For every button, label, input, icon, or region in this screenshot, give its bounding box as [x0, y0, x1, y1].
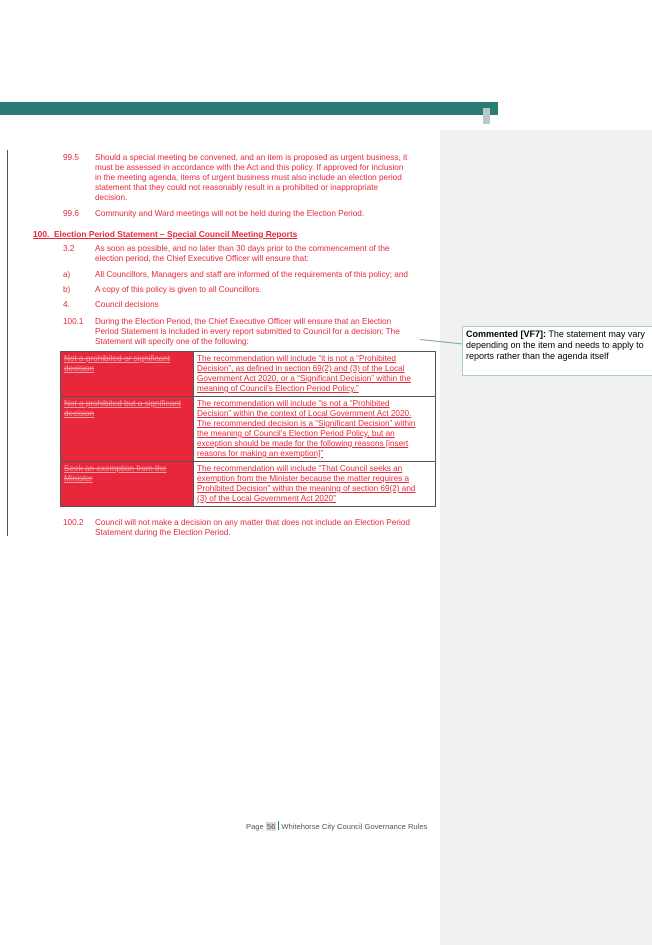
table-row: Seek an exemption from the Minister The … [60, 461, 436, 507]
text-line: Decision”, as defined in section 69(2) a… [197, 364, 405, 373]
table-label-cell: Not a prohibited but a significant decis… [60, 396, 194, 462]
table-row: Not a prohibited or significant decision… [60, 351, 436, 397]
paragraph-number: 3.2 [63, 244, 75, 253]
paragraph-text: Community and Ward meetings will not be … [95, 209, 365, 218]
text-line: The recommendation will include “it is n… [197, 354, 396, 363]
text-line: During the Election Period, the Chief Ex… [95, 317, 392, 326]
text-line: reasons for making an exemption]” [197, 449, 324, 458]
page-word: Page [246, 822, 264, 831]
text-line: (3) of the Local Government Act 2020” [197, 494, 336, 503]
table-row: Not a prohibited but a significant decis… [60, 396, 436, 462]
item-marker: b) [63, 285, 71, 294]
text-line: Council will not make a decision on any … [95, 518, 410, 527]
table-value-cell: The recommendation will include “it is n… [193, 351, 436, 397]
page-footer: Page 56 Whitehorse City Council Governanc… [246, 821, 427, 831]
text-line: Decision” within the context of Local Go… [197, 409, 412, 418]
comment-pane [440, 130, 652, 945]
text-line: Government Act 2020, or a “Significant D… [197, 374, 411, 383]
section-heading: 100. Election Period Statement – Special… [33, 229, 298, 239]
item-text: A copy of this policy is given to all Co… [95, 285, 262, 294]
paragraph-number: 4. [63, 300, 70, 309]
table-value-cell: The recommendation will include “That Co… [193, 461, 436, 507]
text-line: the meaning of Council’s Election Period… [197, 429, 395, 438]
text-line: decision. [95, 193, 128, 202]
comment-balloon[interactable]: Commented [VF7]: The statement may vary … [462, 326, 652, 376]
table-label-cell: Seek an exemption from the Minister [60, 461, 194, 507]
paragraph-text: Council decisions [95, 300, 159, 309]
text-line: Statement will specify one of the follow… [95, 337, 249, 346]
paragraph-number: 100.1 [63, 317, 84, 326]
text-line: Should a special meeting be convened, an… [95, 153, 408, 162]
header-band [0, 102, 498, 115]
text-line: The recommendation will include “That Co… [197, 464, 403, 473]
text-line: election period, the Chief Executive Off… [95, 254, 309, 263]
text-line: As soon as possible, and no later than 3… [95, 244, 390, 253]
item-marker: a) [63, 270, 71, 279]
text-line: statement that they could not reasonably… [95, 183, 379, 192]
change-bar [7, 150, 8, 536]
footer-title: Whitehorse City Council Governance Rules [281, 822, 428, 831]
header-accent [483, 108, 490, 124]
page-number: 56 [265, 822, 277, 831]
paragraph-number: 99.5 [63, 153, 79, 162]
text-line: Statement during the Election Period. [95, 528, 231, 537]
election-statement-table: Not a prohibited or significant decision… [60, 351, 436, 507]
item-text: All Councillors, Managers and staff are … [95, 270, 408, 279]
text-line: Period Statement is included in every re… [95, 327, 400, 336]
text-line: The recommendation will include “is not … [197, 399, 390, 408]
footer-separator [278, 821, 280, 830]
paragraph-number: 99.6 [63, 209, 79, 218]
text-line: Prohibited Decision” within the meaning … [197, 484, 416, 493]
table-label-cell: Not a prohibited or significant decision [60, 351, 194, 397]
comment-author: Commented [VF7]: [466, 329, 547, 339]
paragraph-number: 100.2 [63, 518, 84, 527]
text-line: must be assessed in accordance with the … [95, 163, 404, 172]
text-line: in the meeting agenda, items of urgent b… [95, 173, 402, 182]
text-line: exemption from the Minister because the … [197, 474, 410, 483]
text-line: meaning of Council’s Election Period Pol… [197, 384, 359, 393]
comment-text: The statement may vary depending on the … [466, 329, 645, 361]
text-line: exception should be made for the followi… [197, 439, 409, 448]
text-line: The recommended decision is a “Significa… [197, 419, 416, 428]
table-value-cell: The recommendation will include “is not … [193, 396, 436, 462]
